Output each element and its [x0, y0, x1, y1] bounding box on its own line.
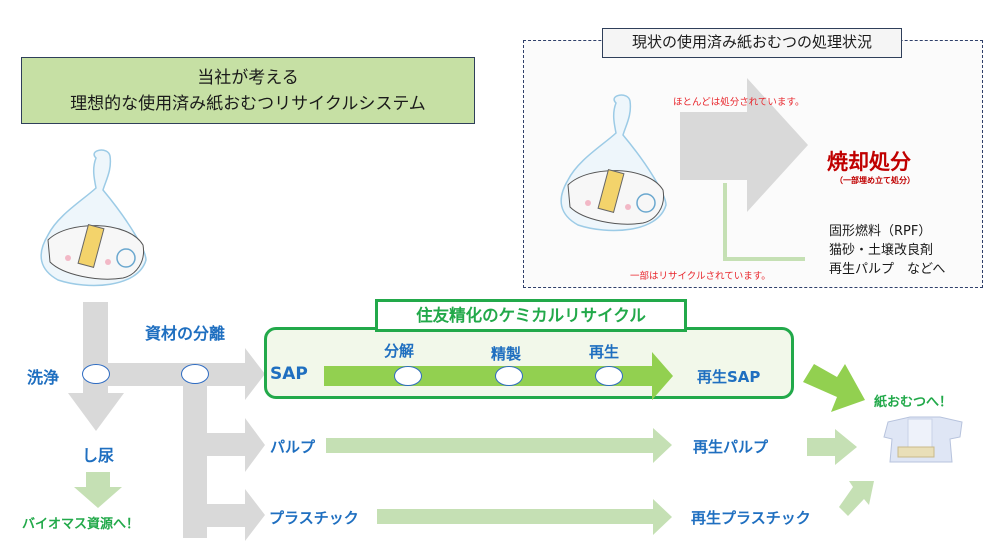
pulp-branch-arrow — [207, 418, 265, 472]
recycle-targets-list: 固形燃料（RPF） 猫砂・土壌改良剤 再生パルプ などへ — [829, 222, 945, 279]
system-title-line2: 理想的な使用済み紙おむつリサイクルシステム — [70, 94, 426, 114]
step-purify-node — [495, 366, 523, 386]
separation-node — [181, 364, 209, 384]
plastic-label: プラスチック — [269, 509, 359, 527]
separation-label: 資材の分離 — [145, 324, 226, 343]
to-diaper-label: 紙おむつへ！ — [874, 395, 953, 410]
step-regenerate-label: 再生 — [589, 343, 620, 361]
recycle-target: 固形燃料（RPF） — [829, 224, 932, 239]
partially-recycled-note: 一部はリサイクルされています。 — [630, 271, 771, 282]
step-decompose-node — [394, 366, 422, 386]
incineration-label: 焼却処分 — [827, 150, 911, 174]
sap-to-diaper-arrow — [803, 364, 865, 412]
recycle-target: 再生パルプ などへ — [829, 262, 946, 277]
step-decompose-label: 分解 — [384, 342, 415, 360]
step-regenerate-node — [595, 366, 623, 386]
plastic-process-arrow — [377, 499, 672, 535]
biomass-arrow — [74, 472, 122, 508]
biomass-label: バイオマス資源へ！ — [22, 517, 140, 532]
pulp-process-arrow — [326, 428, 672, 463]
chemical-recycle-box — [264, 327, 794, 399]
mostly-disposed-note: ほとんどは処分されています。 — [673, 97, 805, 108]
plastic-to-diaper-arrow — [839, 481, 874, 516]
chemical-recycle-title: 住友精化のケミカルリサイクル — [375, 299, 687, 332]
pulp-label: パルプ — [270, 438, 316, 456]
step-purify-label: 精製 — [491, 345, 522, 363]
sap-label: SAP — [270, 364, 308, 384]
system-title-line1: 当社が考える — [197, 68, 299, 88]
recycled-sap-label: 再生SAP — [697, 368, 761, 386]
branch-vertical — [183, 386, 207, 538]
plastic-branch-arrow — [207, 489, 265, 541]
system-title-box: 当社が考える 理想的な使用済み紙おむつリサイクルシステム — [21, 57, 475, 124]
wash-label: 洗浄 — [27, 368, 60, 387]
urine-label: し尿 — [82, 446, 115, 465]
pulp-to-diaper-arrow — [807, 429, 857, 465]
current-status-title: 現状の使用済み紙おむつの処理状況 — [602, 28, 902, 58]
recycled-plastic-label: 再生プラスチック — [691, 509, 811, 527]
wash-node — [82, 364, 110, 384]
recycled-pulp-label: 再生パルプ — [693, 438, 769, 456]
recycle-target: 猫砂・土壌改良剤 — [829, 243, 934, 258]
incineration-sub-label: （一部埋め立て処分） — [835, 176, 915, 185]
